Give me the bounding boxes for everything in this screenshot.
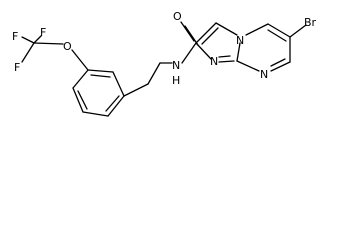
atom-n-pyrimidine: N bbox=[260, 68, 268, 81]
molecule-svg: F F F O O N H Br N N N bbox=[12, 10, 317, 117]
bond-n-c-carbonyl bbox=[181, 42, 197, 64]
bond-c2-c3 bbox=[195, 22, 217, 44]
atom-n-bridge: N bbox=[236, 34, 244, 47]
atom-o-carbonyl: O bbox=[173, 10, 182, 23]
atom-n-amide: N bbox=[172, 59, 180, 72]
bond-n-ring-c8a bbox=[218, 60, 235, 63]
bond-n-ring-c8a-double bbox=[218, 55, 231, 58]
benzene-bond-3 bbox=[82, 111, 109, 117]
benzene-bond-1 bbox=[72, 69, 89, 89]
atom-f3: F bbox=[14, 61, 20, 74]
bond-c3-n-bridge bbox=[215, 22, 238, 36]
benzene-double-2 bbox=[105, 95, 120, 112]
bond-c-o-ether bbox=[33, 42, 64, 45]
bond-ring-ch2 bbox=[123, 83, 149, 97]
bond-c2-c3-double bbox=[201, 27, 219, 45]
benzene-bond-4 bbox=[107, 95, 125, 117]
bond-c-f2 bbox=[33, 35, 42, 44]
bond-c6-br bbox=[289, 24, 307, 38]
bond-n-bridge-c5 bbox=[245, 23, 269, 36]
atom-f2: F bbox=[40, 26, 46, 39]
benzene-bond-5 bbox=[112, 71, 125, 97]
benzene-bond-2 bbox=[72, 87, 84, 113]
benzene-bond-6 bbox=[87, 69, 114, 73]
bond-c7-n8-double bbox=[270, 58, 286, 67]
bond-o-ring bbox=[71, 49, 89, 71]
bond-c2-n-ring bbox=[195, 42, 212, 60]
atom-o-ether: O bbox=[63, 40, 72, 53]
bond-n8-c8a bbox=[236, 60, 260, 72]
bond-c-o-double-b bbox=[184, 25, 199, 46]
atom-br: Br bbox=[304, 16, 317, 29]
bond-c5-c6 bbox=[267, 23, 291, 38]
atom-h-amide: H bbox=[172, 74, 180, 87]
bond-c-f1 bbox=[21, 36, 35, 44]
bond-c5-c6-double bbox=[267, 29, 287, 42]
atom-f1: F bbox=[12, 30, 18, 43]
benzene-double-3 bbox=[90, 74, 111, 78]
bond-c8a-n-bridge bbox=[236, 42, 241, 62]
bond-c-o-double-a bbox=[180, 21, 195, 42]
bond-c7-n8 bbox=[270, 61, 291, 72]
benzene-double-1 bbox=[77, 90, 88, 110]
molecule-structure-diagram: F F F O O N H Br N N N bbox=[12, 10, 317, 117]
bond-c-f3 bbox=[21, 42, 35, 63]
bond-ch2-ch2 bbox=[147, 62, 161, 85]
atom-n-ring: N bbox=[210, 55, 218, 68]
